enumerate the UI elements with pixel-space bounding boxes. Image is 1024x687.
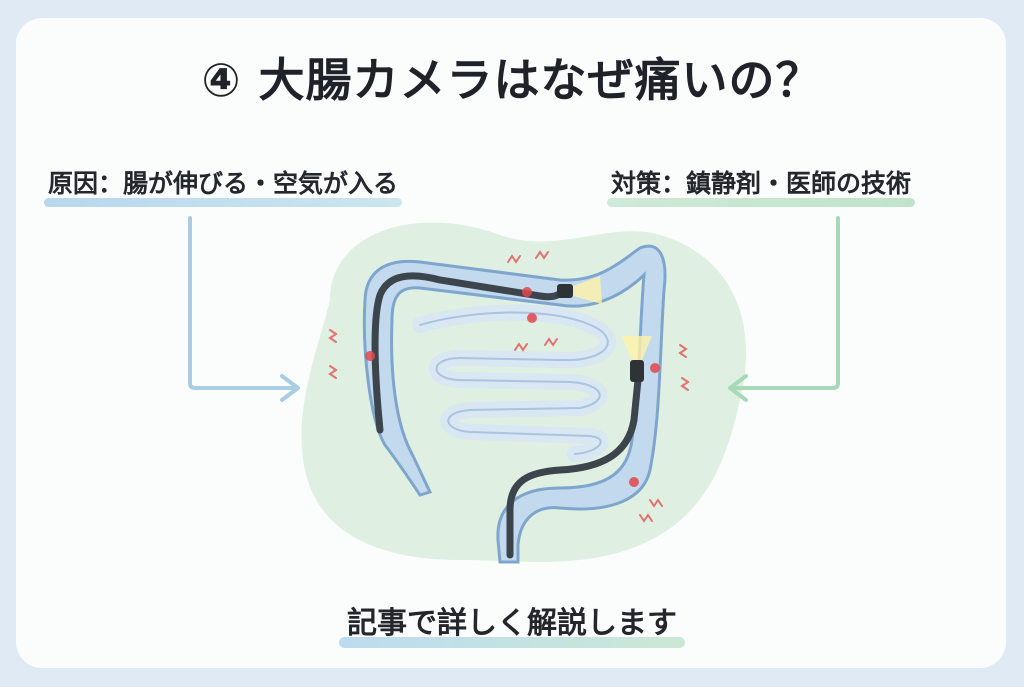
pain-point-icon xyxy=(527,313,537,323)
endoscope-camera-icon xyxy=(371,272,652,559)
footer-container: 記事で詳しく解説します xyxy=(0,598,1024,648)
pain-squiggles xyxy=(328,250,690,523)
endoscope-tube xyxy=(506,376,642,559)
measure-label-text: 対策：鎮静剤・医師の技術 xyxy=(611,169,912,198)
pain-point-icon xyxy=(522,287,532,297)
cause-underline xyxy=(44,198,403,207)
down-right-arrow-icon xyxy=(188,216,300,402)
pain-point-icon xyxy=(365,351,375,361)
pain-point-icon xyxy=(650,363,660,373)
pain-point-icon xyxy=(629,477,639,487)
measure-underline xyxy=(607,198,916,207)
footer-link[interactable]: 記事で詳しく解説します xyxy=(339,598,685,648)
footer-text: 記事で詳しく解説します xyxy=(347,606,677,641)
footer-underline xyxy=(339,637,685,648)
cause-label-text: 原因：腸が伸びる・空気が入る xyxy=(48,169,399,198)
pain-points xyxy=(365,287,660,487)
title-container: ④ 大腸カメラはなぜ痛いの？ xyxy=(0,44,1024,118)
page-title: ④ 大腸カメラはなぜ痛いの？ xyxy=(187,44,837,118)
cause-label: 原因：腸が伸びる・空気が入る xyxy=(44,164,403,207)
endoscope-tube-upper xyxy=(371,272,566,434)
page-title-text: ④ 大腸カメラはなぜ痛いの？ xyxy=(201,53,823,107)
measure-label: 対策：鎮静剤・医師の技術 xyxy=(607,164,916,207)
down-left-arrow-icon xyxy=(728,216,840,402)
